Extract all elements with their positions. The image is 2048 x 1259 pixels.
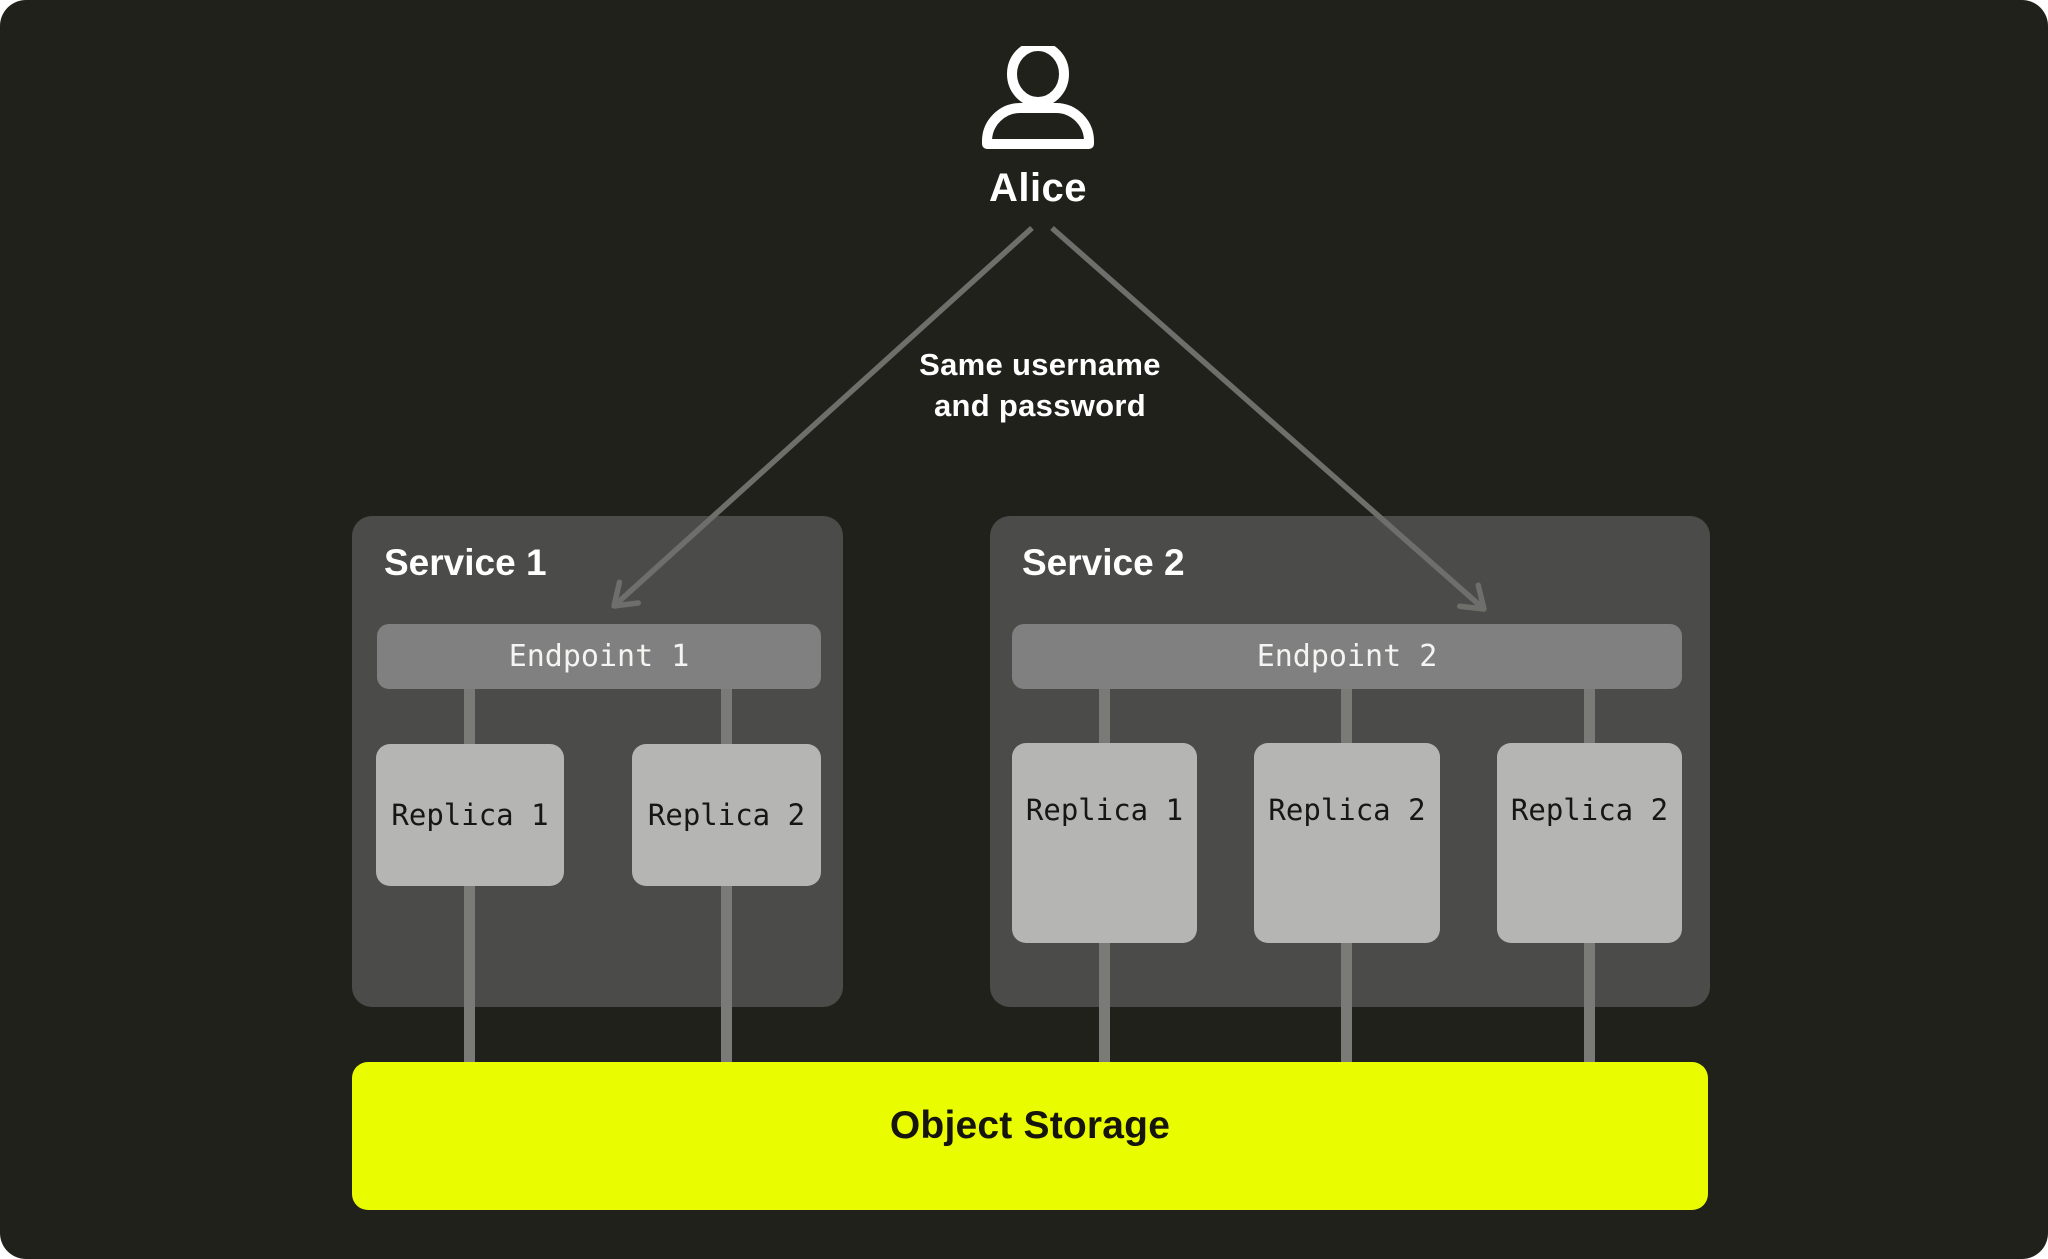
service-1-replica-1: Replica 1 xyxy=(376,744,564,886)
actor-name-label: Alice xyxy=(988,166,1088,210)
service-2-replica-3: Replica 2 xyxy=(1497,743,1682,943)
credentials-note-line1: Same username xyxy=(919,347,1161,382)
object-storage-label: Object Storage xyxy=(889,1104,1171,1147)
credentials-note-line2: and password xyxy=(933,388,1147,423)
endpoint-1-node: Endpoint 1 xyxy=(377,624,821,689)
service-2-replica-1: Replica 1 xyxy=(1012,743,1197,943)
service-1-title: Service 1 xyxy=(384,542,547,583)
service-1-replica-2: Replica 2 xyxy=(632,744,821,886)
endpoint-2-node: Endpoint 2 xyxy=(1012,624,1682,689)
service-2-replica-2: Replica 2 xyxy=(1254,743,1440,943)
service-2-title: Service 2 xyxy=(1022,542,1185,583)
person-icon xyxy=(982,46,1094,149)
credentials-note: Same username and password xyxy=(790,344,1290,426)
object-storage-node: Object Storage xyxy=(352,1062,1708,1210)
